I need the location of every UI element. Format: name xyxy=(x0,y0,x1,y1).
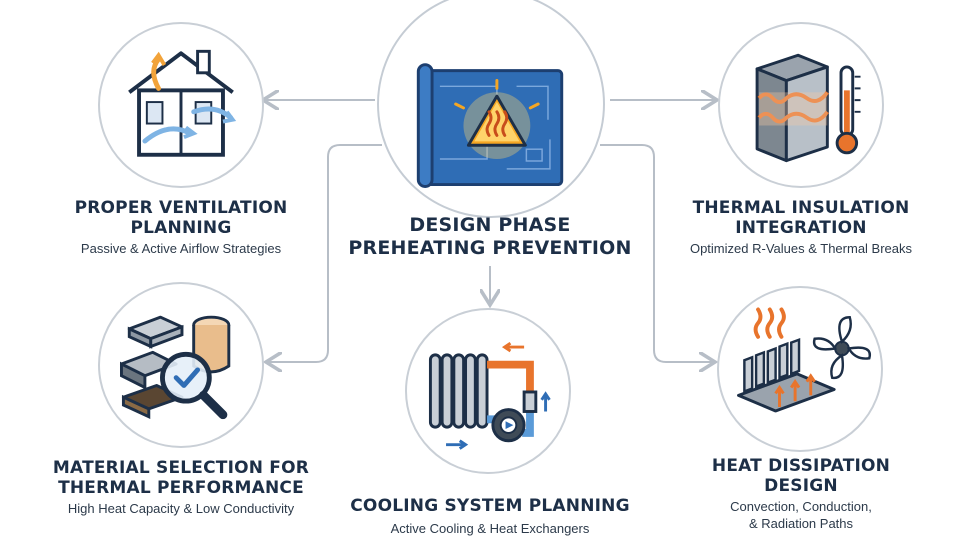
dissipation-title: HEAT DISSIPATION DESIGN xyxy=(686,456,916,496)
ventilation-subtitle: Passive & Active Airflow Strategies xyxy=(80,241,282,256)
heatsink-fan-icon xyxy=(737,307,872,413)
house-airflow-icon xyxy=(128,49,237,157)
material-title-line1: MATERIAL SELECTION FOR xyxy=(52,458,310,478)
material-title-line2: THERMAL PERFORMANCE xyxy=(58,478,304,498)
material-subtitle: High Heat Capacity & Low Conductivity xyxy=(67,501,295,516)
material-title: MATERIAL SELECTION FOR THERMAL PERFORMAN… xyxy=(42,458,320,498)
material-node-circle xyxy=(98,282,264,448)
connector-to-material xyxy=(268,144,382,362)
dissipation-node-circle xyxy=(717,286,883,452)
ventilation-title-line2: PLANNING xyxy=(130,218,232,238)
cooling-title: COOLING SYSTEM PLANNING xyxy=(350,496,630,516)
connector-to-dissipation xyxy=(600,144,713,362)
insulation-block-thermometer-icon xyxy=(755,53,861,163)
insulation-subtitle: Optimized R-Values & Thermal Breaks xyxy=(689,241,913,256)
ventilation-title: PROPER VENTILATION PLANNING xyxy=(65,198,297,238)
dissipation-subtitle-line2: & Radiation Paths xyxy=(748,516,854,531)
ventilation-node-circle xyxy=(98,22,264,188)
center-node-circle xyxy=(377,0,605,218)
cooling-node-circle xyxy=(405,308,571,474)
insulation-title-line2: INTEGRATION xyxy=(735,218,867,238)
materials-magnifier-icon xyxy=(120,315,231,420)
insulation-title-line1: THERMAL INSULATION xyxy=(692,198,910,218)
dissipation-subtitle-line1: Convection, Conduction, xyxy=(730,499,872,514)
insulation-title: THERMAL INSULATION INTEGRATION xyxy=(684,198,918,238)
blueprint-warning-icon xyxy=(416,63,564,188)
ventilation-title-line1: PROPER VENTILATION xyxy=(74,198,288,218)
center-title-line1: DESIGN PHASE xyxy=(409,214,571,236)
center-title-line2: PREHEATING PREVENTION xyxy=(348,237,632,259)
insulation-node-circle xyxy=(718,22,884,188)
dissipation-title-line1: HEAT DISSIPATION xyxy=(711,456,891,476)
cooling-subtitle: Active Cooling & Heat Exchangers xyxy=(390,521,590,536)
center-title: DESIGN PHASE PREHEATING PREVENTION xyxy=(330,214,650,260)
radiator-pump-icon xyxy=(428,341,551,450)
dissipation-subtitle: Convection, Conduction, & Radiation Path… xyxy=(696,498,906,532)
dissipation-title-line2: DESIGN xyxy=(764,476,838,496)
